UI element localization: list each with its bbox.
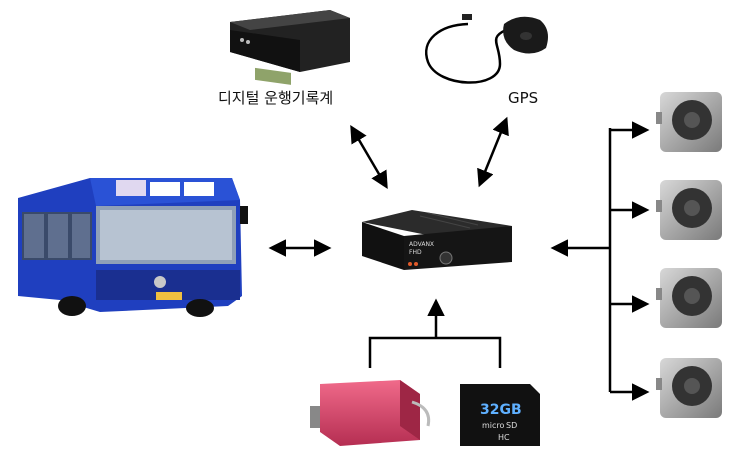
camera-icon bbox=[656, 268, 722, 328]
connectors bbox=[268, 116, 650, 401]
sd-capacity: 32GB bbox=[480, 402, 522, 418]
camera-group bbox=[656, 92, 722, 418]
tachograph-label: 디지털 운행기록계 bbox=[218, 89, 333, 107]
sd-class: HC bbox=[498, 433, 510, 442]
camera-icon bbox=[656, 92, 722, 152]
hdd-storage-icon bbox=[310, 380, 431, 446]
sd-card-icon: 32GB micro SD HC bbox=[460, 384, 540, 446]
dvr-unit-icon: ADVANX FHD bbox=[362, 210, 512, 270]
sd-brand: micro bbox=[482, 421, 505, 430]
sd-type: SD bbox=[506, 421, 517, 430]
camera-icon bbox=[656, 358, 722, 418]
arrow-gps-dvr bbox=[477, 116, 509, 188]
dvr-model: FHD bbox=[409, 249, 422, 256]
gps-antenna-icon bbox=[425, 14, 548, 84]
storage-bracket bbox=[368, 336, 502, 368]
bus-icon bbox=[18, 178, 248, 317]
gps-label: GPS bbox=[508, 89, 538, 107]
arrow-tachograph-dvr bbox=[350, 124, 388, 190]
dvr-brand: ADVANX bbox=[409, 241, 434, 248]
camera-icon bbox=[656, 180, 722, 240]
tachograph-device-icon bbox=[230, 10, 350, 85]
